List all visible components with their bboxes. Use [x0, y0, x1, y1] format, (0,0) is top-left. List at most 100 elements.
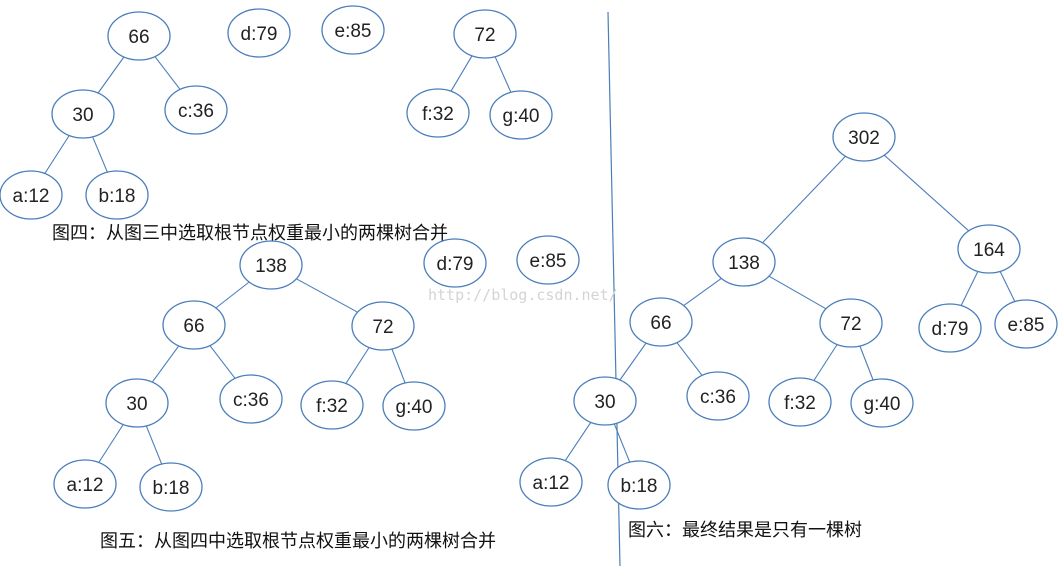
node-ellipse [164, 85, 228, 135]
node-label: c:36 [233, 390, 269, 411]
fig6-edge-n66-c36 [676, 342, 703, 376]
fig6-node-n138: 138 [712, 237, 776, 287]
node-ellipse [453, 9, 517, 59]
fig5-node-b18: b:18 [139, 462, 203, 512]
fig5-node-c36: c:36 [219, 374, 283, 424]
fig6-edge-n30-a12 [564, 421, 592, 462]
node-ellipse [321, 5, 385, 55]
node-ellipse [607, 460, 671, 510]
node-ellipse [219, 374, 283, 424]
node-label: e:85 [530, 251, 567, 272]
fig5-edge-n30-a12 [98, 424, 124, 463]
fig4-node-c36: c:36 [164, 85, 228, 135]
node-label: 302 [848, 128, 880, 149]
watermark-text: http://blog.csdn.net/ [428, 286, 618, 304]
node-ellipse [423, 238, 487, 288]
caption-figure-6: 图六：最终结果是只有一棵树 [628, 520, 862, 541]
node-label: 138 [728, 253, 760, 274]
node-ellipse [712, 237, 776, 287]
node-ellipse [994, 299, 1058, 349]
fig6-edge-n30-b18 [613, 423, 631, 463]
node-ellipse [832, 112, 896, 162]
fig4-edge-n72-f32 [450, 55, 473, 92]
node-ellipse [686, 371, 750, 421]
fig4-edge-n66-n30 [97, 56, 125, 94]
edges-layer [44, 55, 1016, 465]
node-ellipse [239, 240, 303, 290]
node-ellipse [768, 377, 832, 427]
node-ellipse [519, 457, 583, 507]
fig6-node-n66: 66 [629, 297, 693, 347]
node-label: b:18 [99, 186, 136, 207]
fig5-node-n66: 66 [162, 300, 226, 350]
fig5-edge-n138-n66 [215, 281, 250, 309]
node-ellipse [139, 462, 203, 512]
node-label: d:79 [241, 24, 278, 45]
node-label: 66 [128, 27, 149, 48]
node-label: f:32 [316, 396, 348, 417]
fig6-edge-n302-n138 [762, 155, 846, 244]
fig4-node-n72: 72 [453, 9, 517, 59]
fig5-edge-n66-c36 [209, 345, 236, 379]
fig5-edge-n66-n30 [151, 345, 180, 383]
fig5-edge-n138-n72 [296, 278, 358, 313]
fig6-node-e85: e:85 [994, 299, 1058, 349]
fig6-node-g40: g:40 [850, 378, 914, 428]
fig6-node-c36: c:36 [686, 371, 750, 421]
node-ellipse [85, 170, 149, 220]
fig5-node-f32: f:32 [300, 380, 364, 430]
node-label: g:40 [396, 397, 433, 418]
nodes-layer: 66 30 c:36 a:12 b:18 d:79 e:85 72 f:32 g:40 138 66 7… [0, 5, 1058, 512]
node-ellipse [819, 298, 883, 348]
caption-figure-4: 图四：从图三中选取根节点权重最小的两棵树合并 [52, 223, 448, 244]
fig6-edge-n138-n66 [683, 277, 722, 307]
fig6-node-n30: 30 [573, 376, 637, 426]
fig6-node-b18: b:18 [607, 460, 671, 510]
fig5-node-a12: a:12 [53, 459, 117, 509]
node-ellipse [51, 89, 115, 139]
fig4-node-g40: g:40 [489, 90, 553, 140]
node-ellipse [107, 11, 171, 61]
node-label: e:85 [1008, 315, 1045, 336]
node-ellipse [516, 235, 580, 285]
fig4-node-d79: d:79 [227, 8, 291, 58]
fig4-node-n30: 30 [51, 89, 115, 139]
node-ellipse [162, 300, 226, 350]
node-label: 30 [594, 392, 615, 413]
fig6-edge-n72-g40 [859, 345, 874, 381]
node-label: 72 [840, 314, 861, 335]
node-ellipse [0, 170, 63, 220]
fig6-edge-n138-n72 [768, 275, 827, 310]
fig4-edge-n30-b18 [92, 136, 108, 173]
fig5-node-g40: g:40 [382, 381, 446, 431]
fig6-edge-n164-d79 [960, 271, 979, 306]
fig6-edge-n164-e85 [999, 271, 1016, 302]
node-ellipse [227, 8, 291, 58]
fig6-node-n72: 72 [819, 298, 883, 348]
node-label: 66 [650, 313, 671, 334]
node-ellipse [918, 303, 982, 353]
fig6-edge-n72-f32 [813, 344, 838, 381]
fig5-node-d79: d:79 [423, 238, 487, 288]
fig6-node-a12: a:12 [519, 457, 583, 507]
fig6-node-n302: 302 [832, 112, 896, 162]
node-ellipse [300, 380, 364, 430]
fig4-node-n66: 66 [107, 11, 171, 61]
fig6-node-n164: 164 [957, 224, 1021, 274]
fig4-edge-n72-g40 [494, 56, 512, 93]
node-label: b:18 [153, 478, 190, 499]
node-label: f:32 [784, 393, 816, 414]
node-label: c:36 [700, 387, 736, 408]
fig5-node-e85: e:85 [516, 235, 580, 285]
fig4-edge-n66-c36 [154, 56, 181, 90]
caption-figure-5: 图五：从图四中选取根节点权重最小的两棵树合并 [100, 531, 496, 552]
node-label: a:12 [13, 186, 50, 207]
node-label: g:40 [503, 106, 540, 127]
fig6-node-d79: d:79 [918, 303, 982, 353]
node-label: 30 [72, 105, 93, 126]
fig4-edge-n30-a12 [44, 135, 70, 174]
node-label: a:12 [67, 475, 104, 496]
node-ellipse [351, 301, 415, 351]
fig4-node-f32: f:32 [406, 88, 470, 138]
